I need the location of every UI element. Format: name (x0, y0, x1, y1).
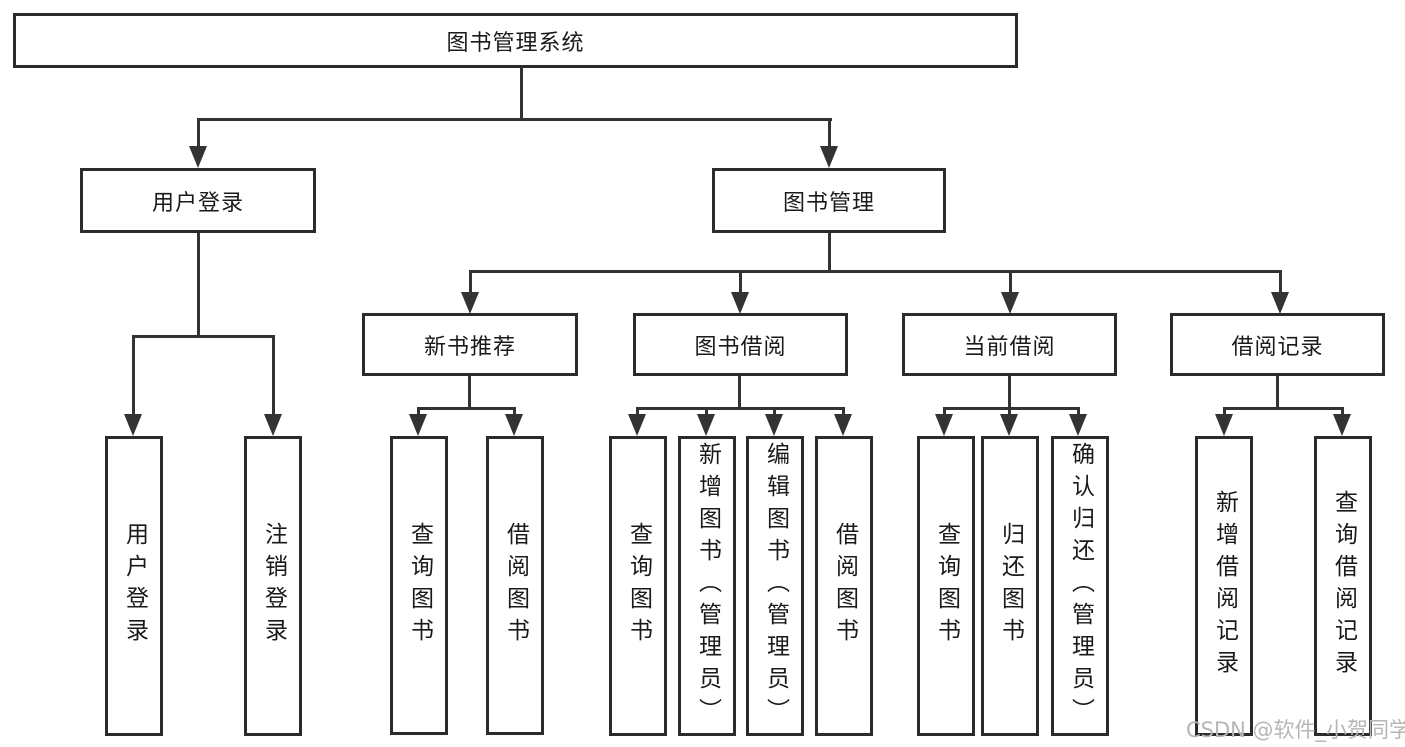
connector-line (828, 233, 831, 273)
node-user-login-label: 用户登录 (151, 190, 244, 216)
leaf-borrow-book-recommend: 借阅图书 (486, 436, 544, 735)
node-book-borrow: 图书借阅 (633, 313, 848, 376)
node-current-borrow-label: 当前借阅 (963, 334, 1056, 360)
connector-line (636, 407, 845, 410)
leaf-query-book-current: 查询图书 (917, 436, 975, 736)
leaf-confirm-return-admin: 确认归还（管理员） (1051, 436, 1109, 736)
leaf-query-book-recommend: 查询图书 (390, 436, 448, 735)
arrow-down-icon (1000, 414, 1018, 436)
connector-line (1223, 407, 1226, 418)
connector-line (738, 376, 741, 409)
arrow-down-icon (189, 146, 207, 168)
connector-line (1008, 407, 1011, 418)
node-root: 图书管理系统 (13, 13, 1018, 68)
connector-line (943, 407, 946, 418)
leaf-user-login: 用户登录 (105, 436, 163, 736)
leaf-borrow-book-recommend-label: 借阅图书 (502, 521, 529, 650)
arrow-down-icon (628, 414, 646, 436)
arrow-down-icon (1001, 292, 1019, 314)
leaf-confirm-return-admin-label: 确认归还（管理员） (1067, 442, 1094, 730)
leaf-add-borrow-record-label: 新增借阅记录 (1211, 490, 1238, 682)
leaf-add-borrow-record: 新增借阅记录 (1195, 436, 1253, 736)
connector-line (417, 407, 516, 410)
connector-line (1276, 376, 1279, 409)
arrow-down-icon (731, 292, 749, 314)
connector-line (1223, 407, 1343, 410)
arrow-down-icon (1069, 414, 1087, 436)
node-borrow-record-label: 借阅记录 (1231, 334, 1324, 360)
leaf-query-book-borrow-label: 查询图书 (625, 522, 652, 650)
leaf-query-book-current-label: 查询图书 (933, 522, 960, 650)
connector-line (469, 270, 1282, 273)
leaf-add-book-admin: 新增图书（管理员） (678, 436, 736, 736)
connector-line (132, 335, 275, 338)
node-current-borrow: 当前借阅 (902, 313, 1117, 376)
arrow-down-icon (935, 414, 953, 436)
connector-line (417, 407, 420, 418)
node-user-login: 用户登录 (80, 168, 316, 233)
connector-line (1009, 270, 1012, 294)
node-new-book-recommend: 新书推荐 (362, 313, 578, 376)
arrow-down-icon (264, 414, 282, 436)
connector-line (513, 407, 516, 418)
connector-line (773, 407, 776, 418)
arrow-down-icon (1333, 414, 1351, 436)
node-book-management: 图书管理 (712, 168, 946, 233)
node-book-borrow-label: 图书借阅 (694, 334, 787, 360)
connector-line (132, 335, 135, 415)
arrow-down-icon (697, 414, 715, 436)
connector-line (468, 376, 471, 409)
connector-line (842, 407, 845, 418)
node-new-book-recommend-label: 新书推荐 (423, 334, 516, 360)
node-borrow-record: 借阅记录 (1170, 313, 1385, 376)
arrow-down-icon (834, 414, 852, 436)
csdn-watermark: CSDN @软件_小贺同学 (1186, 718, 1405, 742)
connector-line (705, 407, 708, 418)
connector-line (636, 407, 639, 418)
leaf-edit-book-admin: 编辑图书（管理员） (746, 436, 804, 736)
leaf-query-book-borrow: 查询图书 (609, 436, 667, 736)
connector-line (197, 118, 832, 121)
leaf-add-book-admin-label: 新增图书（管理员） (694, 442, 721, 730)
leaf-logout-label: 注销登录 (260, 522, 287, 650)
connector-line (197, 118, 200, 149)
leaf-borrow-book: 借阅图书 (815, 436, 873, 736)
connector-line (1341, 407, 1344, 418)
connector-line (272, 335, 275, 415)
connector-line (520, 67, 523, 119)
arrow-down-icon (461, 292, 479, 314)
leaf-return-book-label: 归还图书 (997, 522, 1024, 650)
connector-line (469, 270, 472, 294)
arrow-down-icon (765, 414, 783, 436)
arrow-down-icon (409, 414, 427, 436)
leaf-return-book: 归还图书 (981, 436, 1039, 736)
arrow-down-icon (124, 414, 142, 436)
connector-line (197, 233, 200, 337)
leaf-borrow-book-label: 借阅图书 (831, 522, 858, 650)
leaf-logout: 注销登录 (244, 436, 302, 736)
connector-line (943, 407, 1080, 410)
arrow-down-icon (1215, 414, 1233, 436)
node-book-management-label: 图书管理 (782, 190, 875, 216)
connector-line (1279, 270, 1282, 294)
arrow-down-icon (505, 414, 523, 436)
leaf-user-login-label: 用户登录 (121, 522, 148, 650)
leaf-query-book-recommend-label: 查询图书 (406, 521, 433, 650)
connector-line (1077, 407, 1080, 418)
arrow-down-icon (1271, 292, 1289, 314)
connector-line (739, 270, 742, 294)
leaf-edit-book-admin-label: 编辑图书（管理员） (762, 442, 789, 730)
leaf-query-borrow-record-label: 查询借阅记录 (1330, 490, 1357, 682)
leaf-query-borrow-record: 查询借阅记录 (1314, 436, 1372, 736)
node-root-label: 图书管理系统 (446, 30, 585, 56)
connector-line (828, 118, 831, 149)
arrow-down-icon (820, 146, 838, 168)
connector-line (1008, 376, 1011, 409)
